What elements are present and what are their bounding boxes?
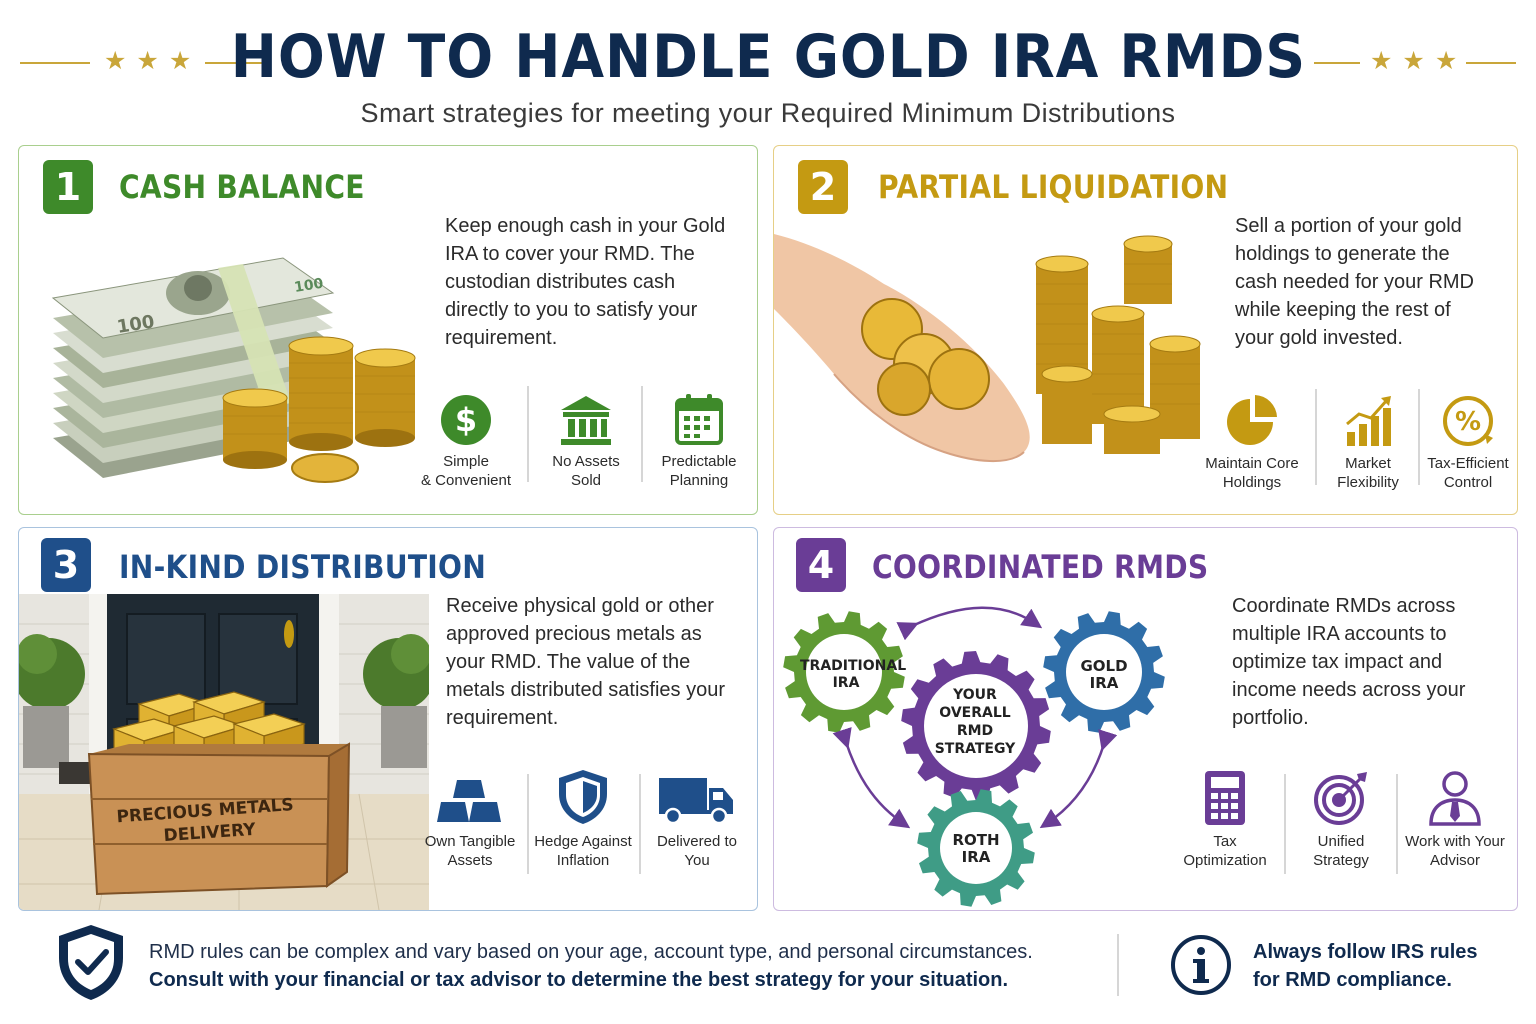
feature-hedge-against-inflation: Hedge Against Inflation	[531, 764, 635, 870]
gold-bars-icon	[437, 780, 501, 822]
header-rule-right-inner	[1314, 62, 1360, 64]
feature-divider	[639, 774, 641, 874]
pie-chart-icon	[1227, 395, 1277, 445]
feature-label: Predictable Planning	[661, 453, 737, 489]
header-stars-left: ★★★	[104, 47, 202, 75]
gear-label-overall-strategy: YOUR OVERALL RMD STRATEGY	[934, 687, 1016, 757]
strategy-description: Coordinate RMDs across multiple IRA acco…	[1232, 595, 1466, 729]
feature-label: Maintain Core Holdings	[1205, 455, 1299, 491]
page-title: HOW TO HANDLE GOLD IRA RMDS	[230, 22, 1306, 92]
strategy-title: IN-KIND DISTRIBUTION	[119, 548, 487, 586]
feature-divider	[527, 774, 529, 874]
shield-check-icon	[59, 925, 123, 1000]
gear-overall-strategy	[901, 651, 1051, 801]
strategy-title: CASH BALANCE	[119, 168, 365, 206]
strategy-card-partial-liquidation: 2 PARTIAL LIQUIDATION	[773, 145, 1518, 515]
header-stars-right: ★★★	[1370, 47, 1468, 75]
feature-label: Simple & Convenient	[420, 453, 512, 489]
arrow-traditional-gold	[896, 606, 1043, 641]
feature-divider	[641, 386, 643, 482]
feature-label: Hedge Against Inflation	[534, 833, 632, 869]
feature-delivered-to-you: Delivered to You	[645, 764, 749, 870]
irs-line-1: Always follow IRS rules	[1253, 941, 1478, 963]
arrow-gold-roth	[1039, 729, 1118, 829]
irs-line-2: for RMD compliance.	[1253, 969, 1452, 991]
strategy-number-badge: 2	[798, 160, 848, 214]
strategy-description: Keep enough cash in your Gold IRA to cov…	[445, 215, 726, 349]
feature-no-assets-sold: No Assets Sold	[533, 384, 639, 490]
strategy-card-in-kind-distribution: 3 IN-KIND DISTRIBUTION	[18, 527, 758, 911]
feature-label: Tax Optimization	[1183, 833, 1267, 869]
strategy-description: Sell a portion of your gold holdings to …	[1235, 215, 1475, 349]
percent-icon: %	[1443, 396, 1493, 446]
strategy-title: COORDINATED RMDS	[872, 548, 1209, 586]
strategy-number-badge: 1	[43, 160, 93, 214]
cash-and-coins-illustration: 100 100	[51, 257, 416, 483]
feature-tax-optimization: Tax Optimization	[1170, 764, 1280, 870]
strategy-card-coordinated-rmds: 4 COORDINATED RMDS TRADITIONAL IRA GOLD …	[773, 527, 1518, 911]
svg-text:$: $	[455, 401, 477, 439]
feature-divider	[1315, 389, 1317, 485]
feature-label: Own Tangible Assets	[424, 833, 516, 869]
header-rule-left	[20, 62, 90, 64]
feature-simple-convenient: $ Simple & Convenient	[411, 384, 521, 490]
bank-icon	[561, 396, 611, 445]
feature-tax-efficient-control: % Tax-Efficient Control	[1420, 386, 1516, 492]
gear-traditional-ira	[783, 611, 905, 733]
feature-divider	[527, 386, 529, 482]
header-rule-right	[1466, 62, 1516, 64]
gear-gold-ira	[1043, 611, 1165, 733]
feature-label: Delivered to You	[656, 833, 738, 869]
feature-divider	[1418, 389, 1420, 485]
gear-label-gold-ira: GOLD IRA	[1080, 657, 1128, 692]
advisor-icon	[1429, 771, 1481, 826]
feature-market-flexibility: Market Flexibility	[1320, 386, 1416, 492]
svg-text:100: 100	[293, 276, 325, 296]
strategy-card-cash-balance: 1 CASH BALANCE 100 100	[18, 145, 758, 515]
truck-icon	[659, 778, 733, 825]
feature-unified-strategy: Unified Strategy	[1288, 764, 1394, 870]
disclaimer-advice: Consult with your financial or tax advis…	[149, 969, 1009, 991]
arrow-traditional-roth	[832, 727, 911, 829]
gear-label-traditional-ira: TRADITIONAL IRA	[800, 658, 907, 691]
shield-icon	[559, 770, 607, 824]
info-icon	[1171, 935, 1231, 995]
feature-maintain-core-holdings: Maintain Core Holdings	[1200, 386, 1304, 492]
feature-label: No Assets Sold	[552, 453, 620, 489]
gears-diagram	[783, 606, 1165, 907]
disclaimer-note: RMD rules can be complex and vary based …	[149, 938, 1099, 994]
calculator-icon	[1205, 771, 1245, 825]
feature-own-tangible-assets: Own Tangible Assets	[417, 764, 523, 870]
header-rule-left-inner	[205, 62, 267, 64]
feature-label: Work with Your Advisor	[1405, 833, 1505, 869]
footer-divider	[1117, 934, 1119, 996]
dollar-icon: $	[441, 395, 491, 445]
feature-divider	[1284, 774, 1286, 874]
disclaimer-text: RMD rules can be complex and vary based …	[149, 941, 1033, 963]
feature-work-with-advisor: Work with Your Advisor	[1400, 764, 1510, 870]
feature-label: Unified Strategy	[1313, 833, 1369, 869]
hand-holding-coins-illustration	[774, 234, 1201, 462]
growth-chart-icon	[1346, 396, 1391, 446]
feature-label: Market Flexibility	[1337, 455, 1399, 491]
feature-predictable-planning: Predictable Planning	[643, 384, 755, 490]
feature-divider	[1396, 774, 1398, 874]
irs-compliance-note: Always follow IRS rules for RMD complian…	[1253, 938, 1523, 994]
strategy-description: Receive physical gold or other approved …	[446, 595, 726, 729]
strategy-number-badge: 4	[796, 538, 846, 592]
target-icon	[1314, 772, 1367, 825]
svg-text:%: %	[1455, 407, 1481, 437]
precious-metals-delivery-illustration: PRECIOUS METALS DELIVERY	[19, 594, 429, 910]
calendar-icon	[675, 394, 723, 445]
gear-label-roth-ira: ROTH IRA	[952, 831, 1000, 866]
strategy-title: PARTIAL LIQUIDATION	[878, 168, 1229, 206]
page-subtitle: Smart strategies for meeting your Requir…	[360, 98, 1176, 128]
strategy-number-badge: 3	[41, 538, 91, 592]
feature-label: Tax-Efficient Control	[1427, 455, 1509, 491]
gear-roth-ira	[917, 789, 1035, 907]
